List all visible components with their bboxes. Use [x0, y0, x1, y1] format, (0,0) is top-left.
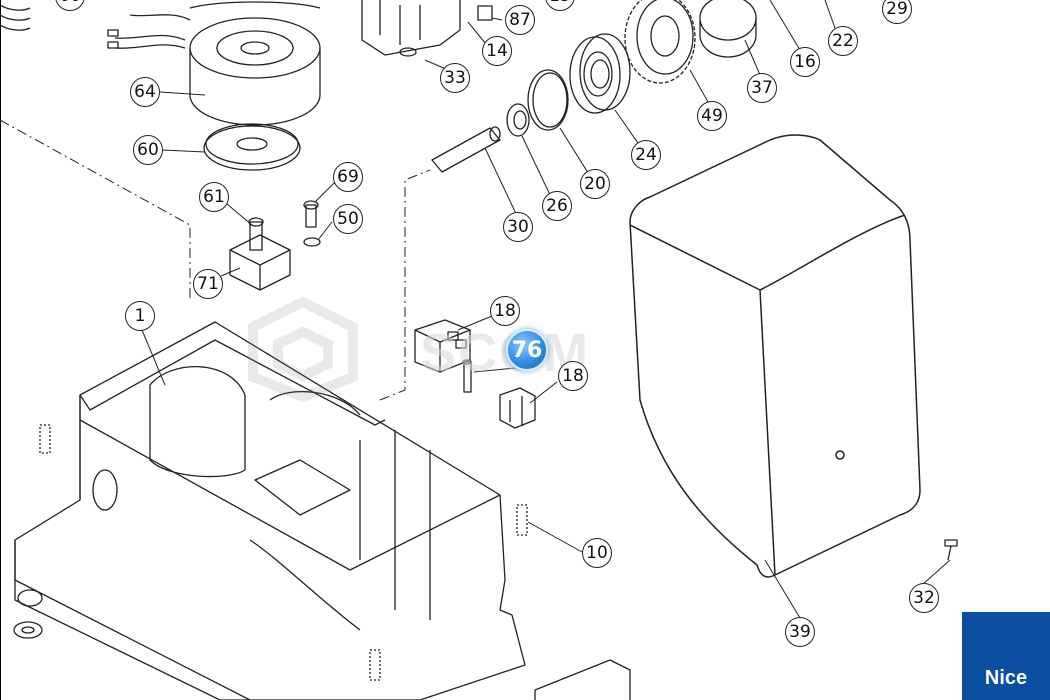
callout-87[interactable]: 87 [505, 5, 535, 35]
callout-18-bottom[interactable]: 18 [558, 361, 588, 391]
callout-49[interactable]: 49 [697, 101, 727, 131]
callout-16[interactable]: 16 [790, 47, 820, 77]
callout-10[interactable]: 10 [582, 538, 612, 568]
callout-64[interactable]: 64 [130, 77, 160, 107]
callout-29[interactable]: 29 [882, 0, 912, 24]
part-39-cover [629, 134, 921, 578]
part-base-block [534, 659, 631, 700]
part-76-pin [462, 359, 472, 393]
assembly-lines [0, 119, 431, 401]
part-10-setscrew [39, 424, 528, 681]
callout-39[interactable]: 39 [785, 617, 815, 647]
callout-20[interactable]: 20 [580, 169, 610, 199]
part-20-oring [527, 69, 569, 131]
callout-50[interactable]: 50 [333, 204, 363, 234]
part-1-housing [14, 321, 526, 700]
callout-32[interactable]: 32 [909, 583, 939, 613]
callout-37[interactable]: 37 [747, 73, 777, 103]
callout-61[interactable]: 61 [199, 182, 229, 212]
part-37-ring [699, 0, 757, 58]
watermark-logo [248, 296, 358, 402]
part-18-clip [499, 387, 536, 429]
part-71-bracket [229, 217, 291, 291]
part-32-screw [944, 539, 958, 561]
callout-33[interactable]: 33 [440, 63, 470, 93]
part-64-rotor [107, 14, 321, 126]
nice-brand-logo: Nice [962, 612, 1050, 700]
part-60-washer [203, 123, 301, 171]
callout-14[interactable]: 14 [482, 36, 512, 66]
highlighted-part-76-marker[interactable]: 76 [506, 329, 548, 371]
callout-26[interactable]: 26 [542, 191, 572, 221]
part-26-seal [506, 103, 530, 137]
callout-69[interactable]: 69 [333, 162, 363, 192]
brand-label: Nice [984, 667, 1028, 689]
part-coil-top [0, 1, 321, 31]
part-69-screw [303, 200, 321, 247]
callout-1[interactable]: 1 [125, 301, 155, 331]
part-nut-washer [13, 589, 43, 639]
part-49-gear [624, 0, 696, 84]
leader-lines [141, 0, 951, 619]
part-14-switch-block [361, 0, 493, 57]
callout-22[interactable]: 22 [828, 26, 858, 56]
part-30-pin [431, 126, 501, 173]
part-24-bearing [569, 33, 631, 114]
callout-71[interactable]: 71 [193, 269, 223, 299]
callout-60[interactable]: 60 [133, 135, 163, 165]
callout-18-top[interactable]: 18 [490, 296, 520, 326]
callout-30[interactable]: 30 [503, 212, 533, 242]
callout-24[interactable]: 24 [631, 140, 661, 170]
